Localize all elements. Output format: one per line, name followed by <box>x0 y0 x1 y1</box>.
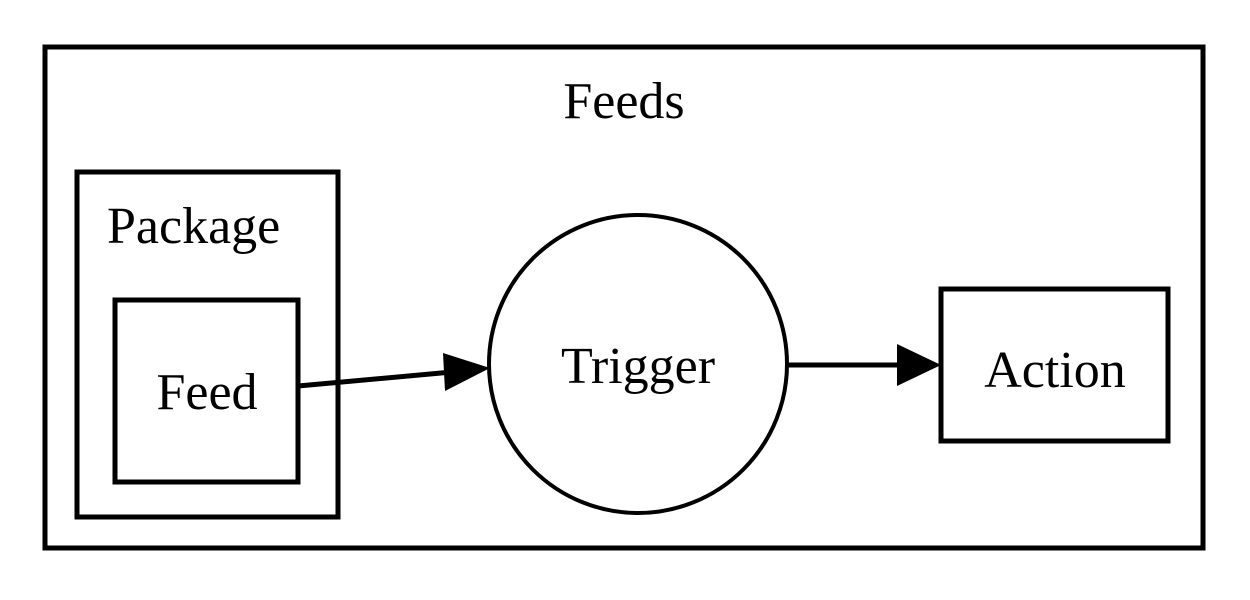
node-trigger-label: Trigger <box>561 338 715 395</box>
node-action[interactable] <box>938 286 1171 444</box>
node-feed-label: Feed <box>156 364 257 421</box>
edge-feed-to-trigger-line <box>297 369 453 389</box>
node-feed[interactable] <box>112 297 301 485</box>
edge-trigger-to-action[interactable] <box>787 344 941 386</box>
container-package-label: Package <box>107 198 280 255</box>
node-action-label: Action <box>984 342 1126 399</box>
edge-trigger-to-action-arrowhead <box>897 344 941 386</box>
container-feeds-label: Feeds <box>563 73 684 130</box>
edge-feed-to-trigger[interactable] <box>297 353 490 391</box>
edge-feed-to-trigger-arrowhead <box>443 353 490 391</box>
